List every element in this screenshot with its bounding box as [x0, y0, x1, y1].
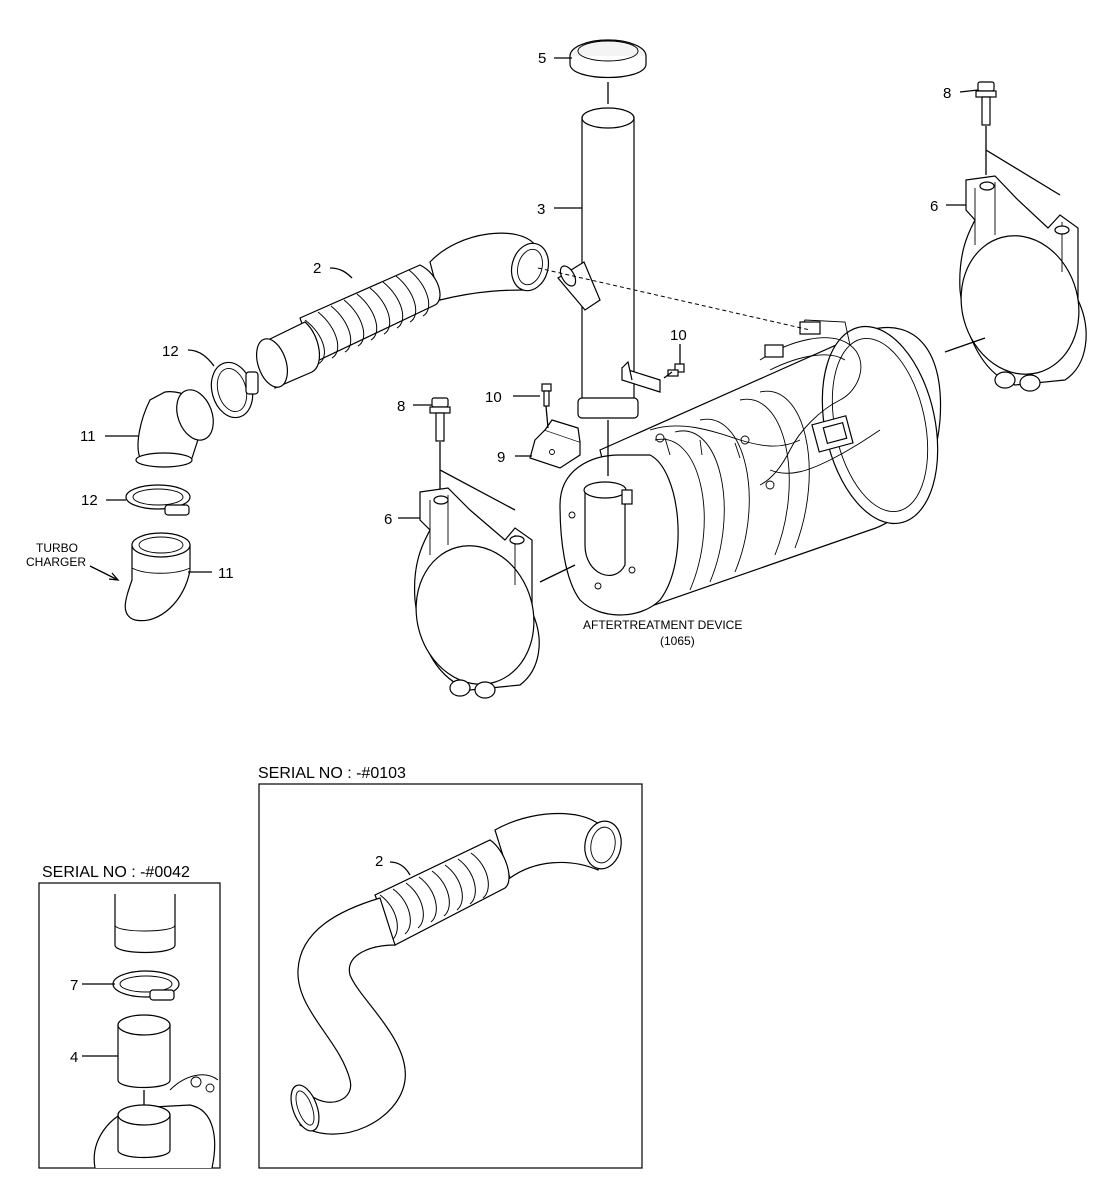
inset-0103-title: SERIAL NO : -#0103: [258, 765, 406, 782]
part-12-lower-label: 12: [81, 492, 98, 509]
part-6-right-label: 6: [930, 198, 938, 215]
part-10-right-label: 10: [670, 327, 687, 344]
inset-0042-title: SERIAL NO : -#0042: [42, 864, 190, 881]
turbo-label-line1: TURBO: [36, 541, 78, 555]
lower-elbow-hose: [124, 532, 191, 622]
part-3-label: 3: [537, 201, 545, 218]
rain-cap: [569, 39, 647, 78]
part-9-label: 9: [497, 449, 505, 466]
upper-elbow-hose: [135, 389, 214, 468]
mounting-bracket: [529, 419, 581, 469]
band-clamp-left: [413, 487, 540, 699]
flex-exhaust-pipe: [256, 232, 550, 389]
part-8-right-label: 8: [943, 85, 951, 102]
part-12-upper-label: 12: [162, 343, 179, 360]
bolt-8-left: [429, 397, 451, 442]
lower-hose-clamp: [125, 484, 191, 516]
part-2-label: 2: [313, 260, 321, 277]
pipe-bracket-strap: [621, 360, 661, 393]
part-11-lower-label: 11: [218, 565, 234, 582]
exhaust-stack-pipe: [577, 107, 639, 419]
bolt-10-left: [541, 383, 552, 407]
band-clamp-right: [959, 175, 1087, 392]
part-10-left-label: 10: [485, 389, 502, 406]
inset-0042-parts: [93, 894, 219, 1169]
part-6-left-label: 6: [384, 511, 392, 528]
upper-hose-clamp: [210, 361, 259, 419]
inset-0103-frame: [258, 783, 643, 1169]
part-8-left-label: 8: [397, 398, 405, 415]
bolt-10-right: [667, 363, 685, 377]
part-11-upper-label: 11: [80, 428, 96, 445]
part-5-label: 5: [538, 50, 546, 67]
turbo-label-line2: CHARGER: [26, 555, 86, 569]
inset-0103-part-2-label: 2: [375, 853, 383, 870]
aftertreatment-device: [559, 319, 942, 616]
inset-0103-flex-pipe: [290, 812, 622, 1135]
inset-0042-part-7-label: 7: [70, 977, 78, 994]
device-ref-label: (1065): [660, 634, 695, 648]
inset-0042-part-4-label: 4: [70, 1049, 78, 1066]
device-name-label: AFTERTREATMENT DEVICE: [583, 618, 742, 632]
bolt-8-right: [975, 81, 997, 126]
